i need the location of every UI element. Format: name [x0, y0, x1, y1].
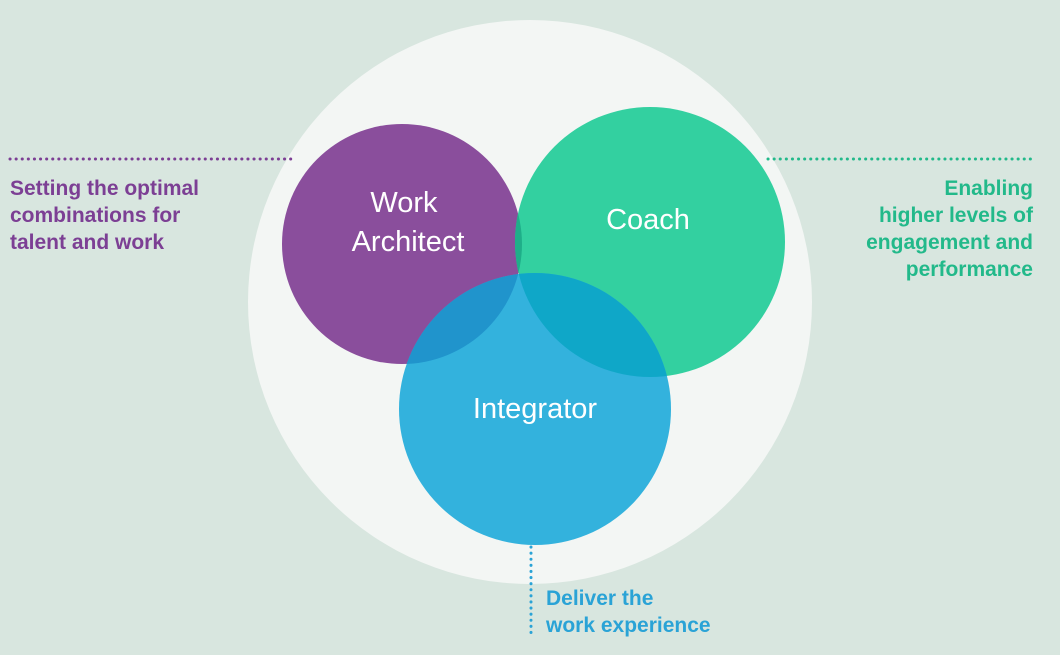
overlap-architect-integrator	[399, 273, 522, 364]
work-architect-label-line-1: Work	[370, 187, 438, 219]
right-callout-line-1: Enabling	[944, 177, 1033, 200]
bottom-callout-line-2: work experience	[546, 614, 711, 637]
integrator-label: Integrator	[473, 393, 597, 425]
overlap-coach-integrator	[515, 273, 671, 377]
coach-label: Coach	[606, 204, 690, 236]
left-callout-line-2: combinations for	[10, 204, 181, 227]
bottom-callout: Deliver the work experience	[546, 585, 711, 639]
left-callout-line-1: Setting the optimal	[10, 177, 199, 200]
left-callout: Setting the optimal combinations for tal…	[10, 175, 199, 256]
bottom-callout-line-1: Deliver the	[546, 587, 654, 610]
work-architect-label-line-2: Architect	[352, 226, 465, 258]
left-callout-line-3: talent and work	[10, 231, 165, 254]
right-callout-line-4: performance	[905, 258, 1033, 281]
right-callout: Enabling higher levels of engagement and…	[866, 175, 1033, 283]
right-callout-line-3: engagement and	[866, 231, 1033, 254]
right-callout-line-2: higher levels of	[878, 204, 1033, 227]
work-architect-label: Work Architect	[352, 187, 465, 258]
